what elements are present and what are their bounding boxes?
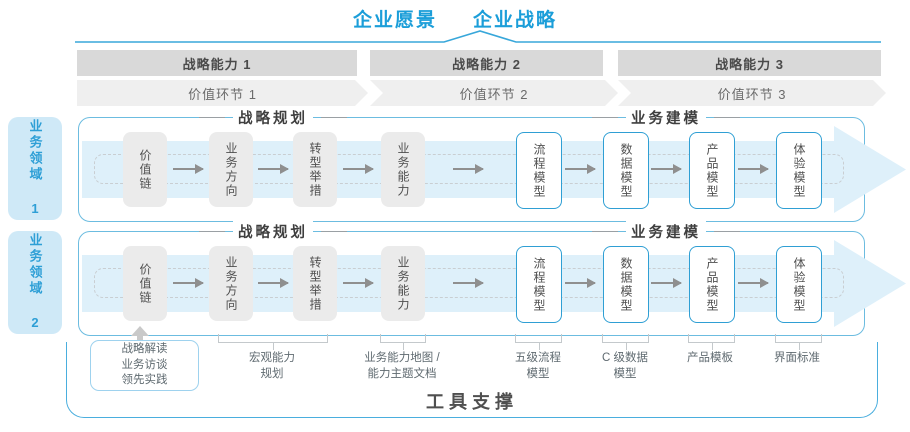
flow-arrow-icon xyxy=(258,164,289,174)
box-business-capability: 业务能力 xyxy=(381,246,425,321)
box-process-model: 流程模型 xyxy=(516,246,562,323)
section-header-planning: 战略规划 xyxy=(199,107,347,128)
box-value-chain: 价值链 xyxy=(123,246,167,321)
box-product-model: 产品模型 xyxy=(689,132,735,209)
vision-pointer-line xyxy=(75,30,881,43)
flow-arrow-icon xyxy=(738,278,769,288)
box-transformation-initiative: 转型举措 xyxy=(293,246,337,321)
flow-band-arrow-icon xyxy=(834,126,906,213)
value-chain-chevron-2: 价值环节 2 xyxy=(370,80,618,106)
section-header-modeling: 业务建模 xyxy=(592,221,740,242)
domain-label-2: 业务领域 2 xyxy=(8,231,62,334)
box-product-model: 产品模型 xyxy=(689,246,735,323)
flow-band-arrow-icon xyxy=(834,240,906,327)
box-transformation-initiative: 转型举措 xyxy=(293,132,337,207)
bracket-connector xyxy=(380,334,426,350)
flow-arrow-icon xyxy=(651,278,682,288)
header-tick xyxy=(592,231,618,232)
box-business-direction: 业务方向 xyxy=(209,132,253,207)
capability-bar-3: 战略能力 3 xyxy=(618,50,881,76)
header-tick xyxy=(199,117,225,118)
note-process-model: 五级流程 模型 xyxy=(515,352,561,380)
header-tick xyxy=(321,117,347,118)
flow-row-domain-2: 战略规划 业务建模 价值链 业务方向 转型举措 业务能力 流程模型 数据模型 产… xyxy=(78,221,906,336)
box-data-model: 数据模型 xyxy=(603,246,649,323)
section-header-planning-text: 战略规划 xyxy=(233,107,313,128)
section-header-planning-text: 战略规划 xyxy=(233,221,313,242)
box-data-model: 数据模型 xyxy=(603,132,649,209)
value-chain-chevron-3: 价值环节 3 xyxy=(618,80,886,106)
section-header-modeling-text: 业务建模 xyxy=(626,107,706,128)
header-tick xyxy=(321,231,347,232)
dashed-track xyxy=(94,154,844,184)
box-business-capability: 业务能力 xyxy=(381,132,425,207)
flow-arrow-icon xyxy=(173,278,204,288)
bracket-connector xyxy=(602,334,649,350)
bracket-connector xyxy=(775,334,822,350)
flow-arrow-icon xyxy=(651,164,682,174)
tool-support-label: 工具支撑 xyxy=(426,392,518,412)
value-chain-chevron-1: 价值环节 1 xyxy=(77,80,368,106)
note-capability-map: 业务能力地图 / 能力主题文档 xyxy=(364,352,440,380)
note-product-template: 产品模板 xyxy=(687,352,733,364)
header-tick xyxy=(714,231,740,232)
flow-arrow-icon xyxy=(738,164,769,174)
capability-bar-2: 战略能力 2 xyxy=(370,50,603,76)
bracket-connector xyxy=(688,334,735,350)
flow-arrow-icon xyxy=(565,278,596,288)
box-process-model: 流程模型 xyxy=(516,132,562,209)
title-vision: 企业愿景 xyxy=(352,10,437,31)
domain-label-1: 业务领域 1 xyxy=(8,117,62,220)
header-tick xyxy=(199,231,225,232)
tool-support-container: 工具支撑 xyxy=(66,342,878,418)
note-macro-capability: 宏观能力 规划 xyxy=(249,352,295,380)
up-arrow-icon xyxy=(131,326,149,336)
box-experience-model: 体验模型 xyxy=(776,246,822,323)
section-header-modeling-text: 业务建模 xyxy=(626,221,706,242)
section-header-modeling: 业务建模 xyxy=(592,107,740,128)
header-tick xyxy=(592,117,618,118)
interview-practices-box: 战略解读 业务访谈 领先实践 xyxy=(90,340,199,391)
flow-arrow-icon xyxy=(343,278,374,288)
domain-label-2-text: 业务领域 2 xyxy=(27,232,43,333)
domain-label-1-text: 业务领域 1 xyxy=(27,118,43,219)
title-strategy: 企业战略 xyxy=(473,10,558,31)
up-arrow-stem xyxy=(137,335,143,342)
flow-arrow-icon xyxy=(453,164,484,174)
box-business-direction: 业务方向 xyxy=(209,246,253,321)
flow-row-domain-1: 战略规划 业务建模 价值链 业务方向 转型举措 业务能力 流程模型 数据模型 产… xyxy=(78,107,906,222)
flow-arrow-icon xyxy=(343,164,374,174)
box-experience-model: 体验模型 xyxy=(776,132,822,209)
flow-arrow-icon xyxy=(565,164,596,174)
note-data-model: C 级数据 模型 xyxy=(602,352,648,380)
capability-bar-1: 战略能力 1 xyxy=(77,50,357,76)
bracket-connector xyxy=(515,334,562,350)
dashed-track xyxy=(94,268,844,298)
flow-arrow-icon xyxy=(453,278,484,288)
page-title: 企业愿景 企业战略 xyxy=(0,5,910,32)
note-ui-standard: 界面标准 xyxy=(774,352,820,364)
box-value-chain: 价值链 xyxy=(123,132,167,207)
section-header-planning: 战略规划 xyxy=(199,221,347,242)
flow-arrow-icon xyxy=(258,278,289,288)
bracket-connector xyxy=(218,334,328,350)
header-tick xyxy=(714,117,740,118)
flow-arrow-icon xyxy=(173,164,204,174)
